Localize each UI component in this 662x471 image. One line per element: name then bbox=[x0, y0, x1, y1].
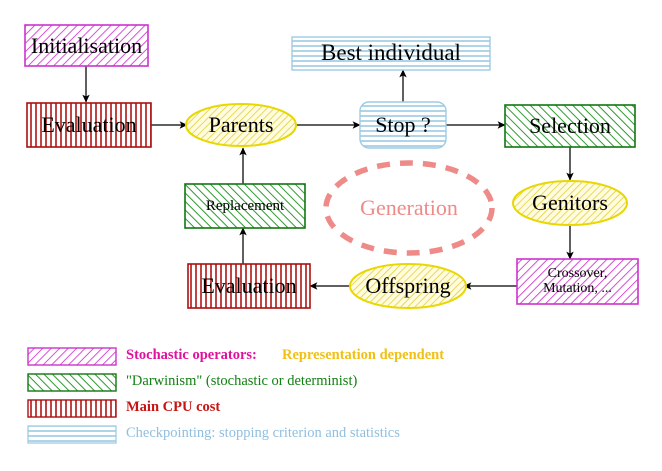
node-selection[interactable] bbox=[504, 104, 636, 148]
legend-label-representation-dependent: Representation dependent bbox=[282, 347, 445, 363]
legend-label-checkpointing: Checkpointing: stopping criterion and st… bbox=[126, 425, 400, 441]
legend-label-stochastic: Stochastic operators: bbox=[126, 347, 257, 363]
legend-label-cpu-cost: Main CPU cost bbox=[126, 399, 221, 415]
legend-label-darwinism: "Darwinism" (stochastic or determinist) bbox=[126, 373, 358, 389]
generation-dashed-ellipse bbox=[323, 160, 495, 256]
legend-swatch-checkpointing bbox=[27, 425, 117, 444]
node-genitors[interactable] bbox=[512, 180, 628, 226]
legend-swatch-stochastic bbox=[27, 347, 117, 366]
node-best-individual[interactable] bbox=[291, 36, 491, 71]
node-parents[interactable] bbox=[185, 103, 297, 147]
node-initialisation[interactable] bbox=[24, 24, 149, 67]
legend-swatch-cpu-cost bbox=[27, 399, 117, 418]
legend-swatch-darwinism bbox=[27, 373, 117, 392]
node-stop[interactable] bbox=[359, 101, 447, 149]
node-offspring[interactable] bbox=[349, 263, 467, 309]
node-crossover-mutation[interactable] bbox=[516, 258, 639, 305]
node-evaluation-top[interactable] bbox=[26, 102, 152, 148]
node-replacement[interactable] bbox=[184, 183, 306, 229]
node-evaluation-bottom[interactable] bbox=[187, 263, 311, 309]
